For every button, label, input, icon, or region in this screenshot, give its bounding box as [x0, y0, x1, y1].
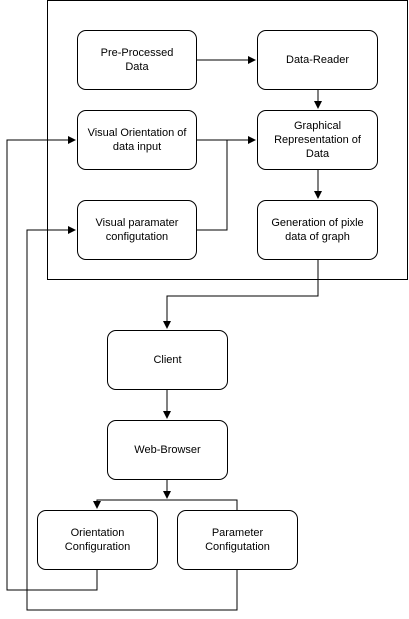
- edge-generation-to-client: [163, 260, 319, 329]
- node-label: Visual Orientation of data input: [87, 127, 187, 153]
- node-web-browser: Web-Browser: [107, 420, 228, 480]
- node-label: Orientation Configuration: [64, 527, 131, 553]
- node-pre-processed-data: Pre-Processed Data: [77, 30, 197, 90]
- node-visual-parameter: Visual paramater configutation: [77, 200, 197, 260]
- node-label: Parameter Configutation: [205, 527, 270, 553]
- node-label: Pre-Processed Data: [100, 47, 174, 73]
- node-client: Client: [107, 330, 228, 390]
- edge-split-to-orientation: [93, 499, 238, 510]
- node-visual-orientation: Visual Orientation of data input: [77, 110, 197, 170]
- node-label: Web-Browser: [134, 444, 201, 456]
- node-label: Generation of pixle data of graph: [271, 217, 364, 243]
- node-parameter-configuration: Parameter Configutation: [177, 510, 298, 570]
- node-label: Client: [153, 354, 182, 366]
- edge-orientation-config-to-visual-orientation: [6, 136, 98, 591]
- node-orientation-configuration: Orientation Configuration: [37, 510, 158, 570]
- node-generation-of-pixel-data: Generation of pixle data of graph: [257, 200, 378, 260]
- node-data-reader: Data-Reader: [257, 30, 378, 90]
- node-label: Data-Reader: [286, 54, 349, 66]
- node-label: Graphical Representation of Data: [274, 120, 361, 160]
- node-label: Visual paramater configutation: [95, 217, 179, 243]
- edge-parameter-config-to-visual-parameter: [26, 226, 238, 611]
- node-graphical-representation: Graphical Representation of Data: [257, 110, 378, 170]
- edge-visual-parameter-to-graphical-representation: [197, 140, 228, 231]
